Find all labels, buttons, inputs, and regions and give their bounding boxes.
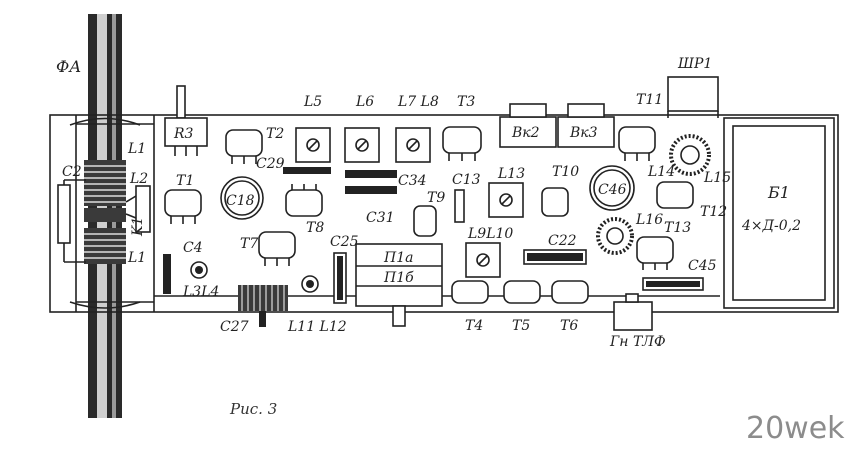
label-t3: T3 xyxy=(457,94,475,110)
capacitor-c31 xyxy=(345,186,397,194)
connector-shr1 xyxy=(667,76,719,118)
label-t13: T13 xyxy=(664,220,691,236)
capacitor-c13 xyxy=(454,189,465,223)
label-c31: C31 xyxy=(366,210,395,226)
label-bk2: Вк2 xyxy=(511,125,540,141)
label-t4: T4 xyxy=(465,318,483,334)
transistor-t13 xyxy=(636,236,674,270)
transistor-t8 xyxy=(285,184,323,217)
coil-l5 xyxy=(295,127,331,163)
label-l11-l12: L11 L12 xyxy=(287,319,347,335)
transistor-t1 xyxy=(164,189,202,224)
transistor-t6 xyxy=(551,280,589,304)
resistor-r3 xyxy=(164,85,208,156)
label-l1-bottom: L1 xyxy=(127,250,146,266)
label-l16: L16 xyxy=(635,212,663,228)
transistor-t7 xyxy=(258,231,296,266)
capacitor-c22 xyxy=(523,249,587,265)
band-switch-p1 xyxy=(355,243,443,327)
transistor-t10 xyxy=(541,187,569,217)
label-t11: T11 xyxy=(636,92,663,108)
label-t2: T2 xyxy=(266,126,284,142)
capacitor-c18 xyxy=(220,176,264,220)
label-l13: L13 xyxy=(497,166,525,182)
transistor-t5 xyxy=(503,280,541,304)
capacitor-c25 xyxy=(333,252,347,304)
transistor-t4 xyxy=(451,280,489,304)
label-t7: T7 xyxy=(240,236,258,252)
label-c4: C4 xyxy=(183,240,203,256)
capacitor-c2 xyxy=(57,179,86,263)
label-r3: R3 xyxy=(173,126,194,142)
label-t6: T6 xyxy=(560,318,578,334)
label-l9-l10: L9L10 xyxy=(467,226,513,242)
label-t8: T8 xyxy=(306,220,324,236)
label-c29: C29 xyxy=(256,156,285,172)
capacitor-c46 xyxy=(589,165,635,211)
toroid-l16 xyxy=(596,217,634,255)
capacitor-c27 xyxy=(238,285,288,327)
capacitor-c34 xyxy=(345,170,397,178)
label-k1: K1 xyxy=(130,217,146,237)
label-c46: C46 xyxy=(598,182,627,198)
label-l5: L5 xyxy=(303,94,322,110)
label-l2: L2 xyxy=(129,171,148,187)
figure-caption: Рис. 3 xyxy=(229,400,277,418)
coil-l3-l4 xyxy=(190,261,208,279)
battery-compartment xyxy=(723,117,835,309)
label-shr1: ШР1 xyxy=(677,56,712,72)
label-p1b: П1б xyxy=(383,270,414,286)
label-c27: C27 xyxy=(220,319,249,335)
transistor-t2 xyxy=(225,129,263,164)
toroid-l14-l15 xyxy=(669,134,711,176)
label-t12: T12 xyxy=(700,204,727,220)
label-c13: C13 xyxy=(452,172,481,188)
transistor-t9 xyxy=(413,205,437,237)
label-c34: C34 xyxy=(398,173,427,189)
watermark: 20wek xyxy=(746,411,845,446)
label-c45: C45 xyxy=(688,258,717,274)
label-l1-top: L1 xyxy=(127,141,146,157)
label-t5: T5 xyxy=(512,318,530,334)
label-c22: C22 xyxy=(548,233,577,249)
capacitor-c45 xyxy=(642,277,704,291)
transistor-t11 xyxy=(618,126,656,161)
capacitor-c29 xyxy=(283,167,331,174)
label-l3-l4: L3L4 xyxy=(182,284,219,300)
label-t10: T10 xyxy=(552,164,579,180)
label-l6: L6 xyxy=(355,94,374,110)
coil-l11-l12 xyxy=(301,275,319,293)
switch-k1 xyxy=(125,185,151,233)
coil-l9-l10 xyxy=(465,242,501,278)
label-gn-tlf: Гн ТЛФ xyxy=(609,334,666,350)
label-b1: Б1 xyxy=(767,183,790,202)
coil-l6 xyxy=(344,127,380,163)
label-c18: C18 xyxy=(226,193,255,209)
antenna-coil-l1-bottom xyxy=(84,228,126,264)
coil-l13 xyxy=(488,182,524,218)
label-c25: C25 xyxy=(330,234,359,250)
antenna-coil-l1-top xyxy=(84,160,126,206)
label-t1: T1 xyxy=(176,173,194,189)
capacitor-c4 xyxy=(163,254,171,294)
label-t9: T9 xyxy=(427,190,445,206)
transistor-t12 xyxy=(656,181,694,209)
label-p1a: П1а xyxy=(383,250,413,266)
label-l15: L15 xyxy=(703,170,731,186)
label-l7-l8: L7 L8 xyxy=(397,94,439,110)
label-l14: L14 xyxy=(647,164,675,180)
headphone-jack xyxy=(613,293,653,331)
transistor-t3 xyxy=(442,126,482,161)
switch-bk3 xyxy=(557,103,615,148)
antenna-coil-l2 xyxy=(84,208,126,222)
switch-bk2 xyxy=(499,103,557,148)
label-fa: ФА xyxy=(56,57,81,76)
label-battery-spec: 4×Д-0,2 xyxy=(741,218,801,234)
coil-l7-l8 xyxy=(395,127,431,163)
label-c2: C2 xyxy=(62,164,82,180)
label-bk3: Вк3 xyxy=(569,125,598,141)
